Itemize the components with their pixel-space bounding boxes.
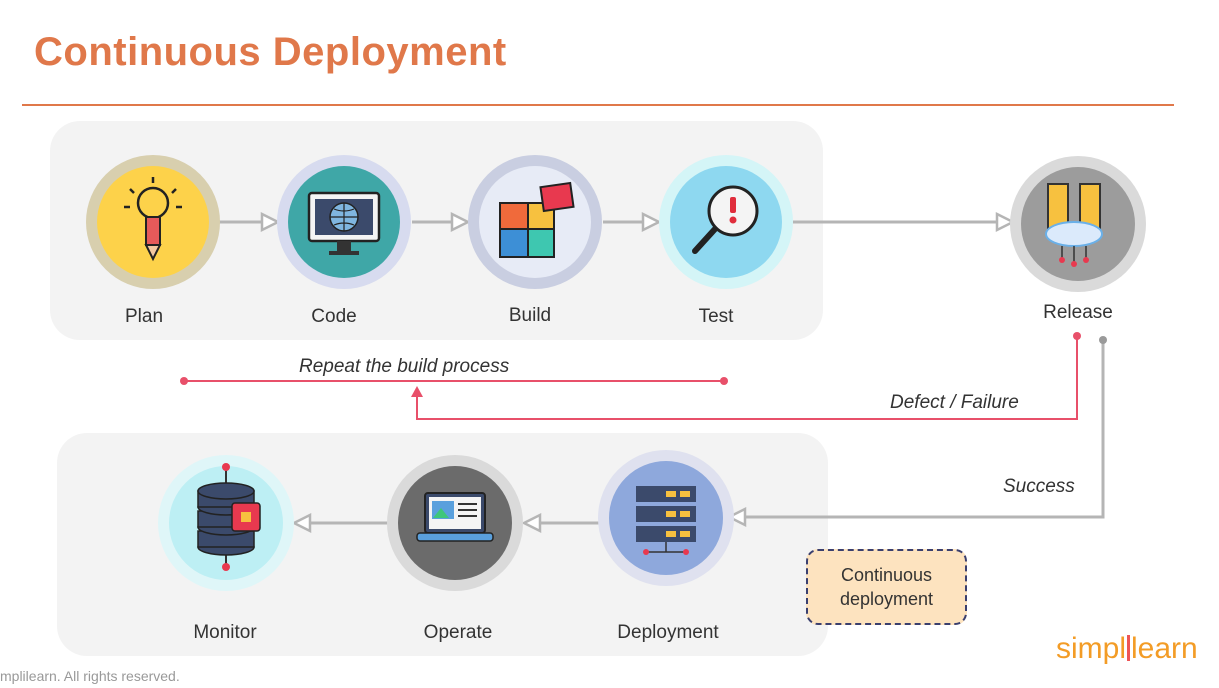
logo-right: learn — [1131, 632, 1198, 665]
arrowhead-operate — [521, 512, 542, 534]
arrowhead-monitor — [291, 512, 312, 534]
build-label: Build — [508, 305, 552, 326]
lightbulb-icon — [124, 177, 182, 262]
plan-label: Plan — [124, 306, 164, 327]
deployment-label: Deployment — [617, 622, 719, 643]
release-node — [1010, 156, 1146, 292]
monitor-label: Monitor — [193, 622, 257, 643]
repeat-end-dot — [720, 377, 728, 385]
code-node — [277, 155, 411, 289]
operate-node — [387, 455, 523, 591]
defect-start-dot — [1073, 332, 1081, 340]
repeat-build-text: Repeat the build process — [299, 356, 510, 377]
arrowhead-code — [260, 211, 281, 233]
repeat-start-dot — [180, 377, 188, 385]
test-node — [659, 155, 793, 289]
operate-label: Operate — [423, 622, 493, 643]
title-divider — [22, 104, 1174, 106]
server-rack-icon — [636, 486, 696, 555]
puzzle-icon — [499, 181, 575, 258]
monitor-globe-icon — [307, 191, 381, 255]
server-cloud-icon — [1045, 183, 1103, 267]
arrowhead-test — [641, 211, 662, 233]
magnifier-alert-icon — [692, 185, 759, 254]
build-node — [468, 155, 602, 289]
release-label: Release — [1043, 302, 1113, 323]
arrowhead-build — [450, 211, 471, 233]
test-label: Test — [698, 306, 734, 327]
defect-failure-text: Defect / Failure — [890, 392, 1019, 413]
database-lock-icon — [197, 463, 261, 571]
plan-node — [86, 155, 220, 289]
callout-text: Continuous deployment — [839, 565, 934, 609]
logo-mark — [1127, 635, 1131, 661]
success-text: Success — [1003, 476, 1075, 497]
logo-left: simpl — [1056, 632, 1127, 665]
defect-arrowhead — [411, 386, 423, 397]
deployment-node — [598, 450, 734, 586]
copyright-footer: mplilearn. All rights reserved. — [0, 668, 180, 684]
page-title: Continuous Deployment — [34, 30, 507, 74]
success-start-dot — [1099, 336, 1107, 344]
laptop-icon — [416, 492, 494, 542]
connector-release-deployment — [745, 340, 1105, 519]
code-label: Code — [311, 306, 357, 327]
arrowhead-deployment — [726, 506, 747, 528]
defect-return-line — [416, 336, 1078, 420]
monitor-node — [158, 455, 294, 591]
continuous-deployment-callout: Continuous deployment — [806, 549, 967, 625]
arrowhead-release — [995, 211, 1016, 233]
